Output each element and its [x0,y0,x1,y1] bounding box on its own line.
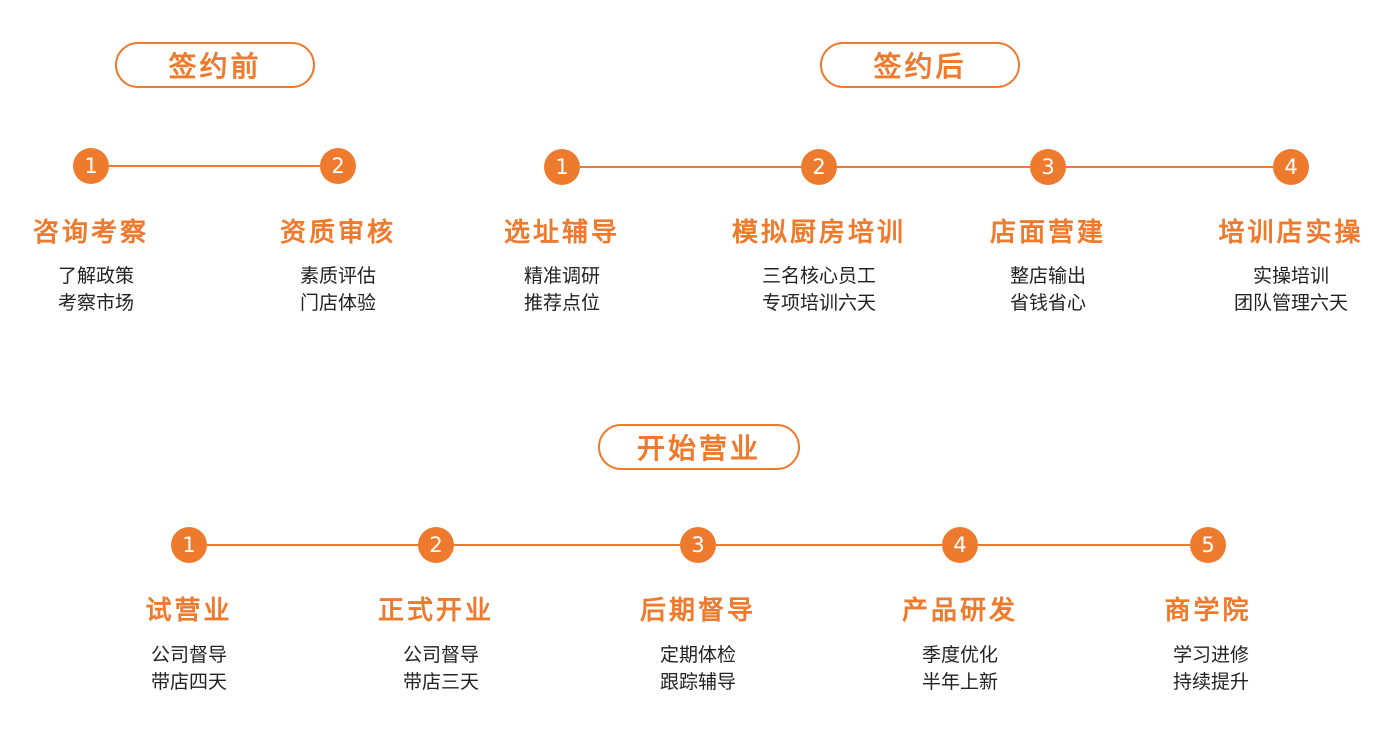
timeline-line [91,165,338,167]
step-description: 整店输出省钱省心 [928,263,1168,317]
step-number-badge: 2 [801,149,837,185]
timeline-line [562,166,1291,168]
step-title: 后期督导 [639,596,756,626]
step-description-line: 三名核心员工 [761,265,876,287]
step-number-badge: 1 [73,148,109,184]
step-number-badge: 3 [1030,149,1066,185]
step-title: 产品研发 [901,596,1018,626]
step-description-line: 持续提升 [1172,671,1249,693]
step-title: 正式开业 [377,596,494,626]
step-description-line: 跟踪辅导 [659,671,736,693]
step-description: 了解政策考察市场 [0,263,216,317]
step-number-badge: 4 [942,527,978,563]
step-number-badge: 2 [320,148,356,184]
step-description-line: 实操培训 [1252,265,1329,287]
step-description: 三名核心员工专项培训六天 [699,263,939,317]
step-description-line: 学习进修 [1172,644,1249,666]
step-number-badge: 2 [418,527,454,563]
step-description-line: 带店四天 [150,671,227,693]
section-label-after-signing: 签约后 [820,42,1020,88]
step-number-badge: 4 [1273,149,1309,185]
step-description-line: 精准调研 [523,265,600,287]
step-description-line: 带店三天 [402,671,479,693]
step-title: 资质审核 [279,218,396,248]
step-description: 实操培训团队管理六天 [1171,263,1400,317]
step-description-line: 考察市场 [57,292,134,314]
step-description: 素质评估门店体验 [218,263,458,317]
step-description: 定期体检跟踪辅导 [578,642,818,696]
step-title: 咨询考察 [32,218,149,248]
step-description-line: 半年上新 [921,671,998,693]
step-description-line: 公司督导 [402,644,479,666]
step-title: 模拟厨房培训 [731,218,906,248]
section-label-before-signing: 签约前 [115,42,315,88]
step-description-line: 团队管理六天 [1233,292,1348,314]
step-title: 试营业 [145,596,233,626]
step-description-line: 整店输出 [1009,265,1086,287]
step-description-line: 素质评估 [299,265,376,287]
step-description-line: 门店体验 [299,292,376,314]
step-title: 商学院 [1164,596,1252,626]
step-description-line: 推荐点位 [523,292,600,314]
step-description: 精准调研推荐点位 [442,263,682,317]
step-description: 公司督导带店四天 [69,642,309,696]
step-number-badge: 1 [171,527,207,563]
step-description: 学习进修持续提升 [1091,642,1331,696]
step-number-badge: 3 [680,527,716,563]
step-number-badge: 5 [1190,527,1226,563]
step-description: 季度优化半年上新 [840,642,1080,696]
step-description-line: 专项培训六天 [761,292,876,314]
step-title: 培训店实操 [1218,218,1364,248]
step-description-line: 季度优化 [921,644,998,666]
step-title: 店面营建 [989,218,1106,248]
step-description-line: 了解政策 [57,265,134,287]
step-title: 选址辅导 [503,218,620,248]
step-description-line: 省钱省心 [1009,292,1086,314]
step-description: 公司督导带店三天 [321,642,561,696]
step-description-line: 公司督导 [150,644,227,666]
step-number-badge: 1 [544,149,580,185]
step-description-line: 定期体检 [659,644,736,666]
section-label-start-operation: 开始营业 [598,424,800,470]
